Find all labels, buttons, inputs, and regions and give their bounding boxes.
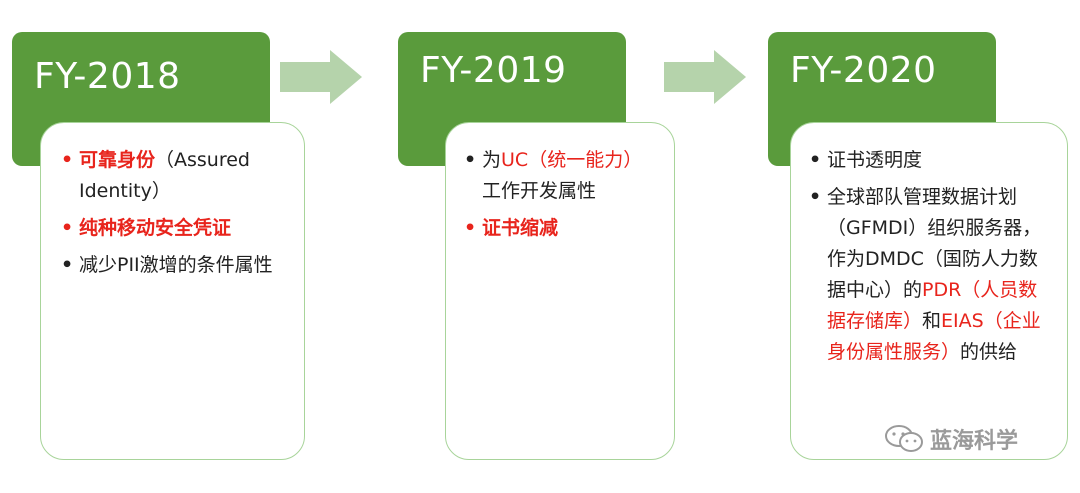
wechat-icon — [885, 425, 923, 452]
bullet-text: 减少PII激增的条件属性 — [79, 254, 273, 276]
bullet-text: EIAS（企业身份属性服务） — [827, 310, 1041, 363]
bullet-text: UC（统一能力） — [501, 149, 643, 171]
bullet-text: 为 — [482, 149, 502, 171]
bullet-text: 纯种移动安全凭证 — [79, 217, 232, 239]
bullet-item: 证书缩减 — [462, 213, 660, 244]
bullet-text: 可靠身份 — [79, 149, 156, 171]
fy2020-list: 证书透明度全球部队管理数据计划（GFMDI）组织服务器，作为DMDC（国防人力数… — [807, 145, 1051, 368]
fy2020-card: 证书透明度全球部队管理数据计划（GFMDI）组织服务器，作为DMDC（国防人力数… — [790, 122, 1068, 460]
fy2018-card: 可靠身份（Assured Identity） 纯种移动安全凭证减少PII激增的条件… — [40, 122, 305, 460]
bullet-item: 全球部队管理数据计划（GFMDI）组织服务器，作为DMDC（国防人力数据中心）的… — [807, 182, 1051, 368]
bullet-item: 纯种移动安全凭证 — [59, 213, 286, 244]
fy2018-list: 可靠身份（Assured Identity） 纯种移动安全凭证减少PII激增的条件… — [59, 145, 286, 281]
arrow-right-icon — [664, 50, 746, 104]
bullet-text: 全球部队管理数据计划（GFMDI）组织服务器，作为DMDC（国防人力数据中心）的 — [827, 186, 1042, 301]
bullet-item: 减少PII激增的条件属性 — [59, 250, 286, 281]
bullet-text: 和 — [922, 310, 942, 332]
bullet-text: 工作开发属性 — [482, 180, 597, 202]
watermark: 蓝海科学 — [884, 423, 1018, 455]
fy2019-card: 为UC（统一能力） 工作开发属性证书缩减 — [445, 122, 675, 460]
bullet-text: （Assured Identity） — [79, 149, 250, 202]
bullet-item: 证书透明度 — [807, 145, 1051, 176]
fy2018-title: FY-2018 — [34, 56, 181, 97]
bullet-item: 为UC（统一能力） 工作开发属性 — [462, 145, 660, 207]
arrow-right-icon — [280, 50, 362, 104]
bullet-text: PDR（人员数据存储库） — [827, 279, 1038, 332]
fy2019-title: FY-2019 — [420, 50, 567, 91]
bullet-text: 证书透明度 — [827, 149, 923, 171]
fy2020-title: FY-2020 — [790, 50, 937, 91]
bullet-text: 证书缩减 — [482, 217, 559, 239]
watermark-text: 蓝海科学 — [930, 429, 1019, 454]
bullet-item: 可靠身份（Assured Identity） — [59, 145, 286, 207]
fy2019-list: 为UC（统一能力） 工作开发属性证书缩减 — [462, 145, 660, 244]
bullet-text: 的供给 — [960, 341, 1018, 363]
